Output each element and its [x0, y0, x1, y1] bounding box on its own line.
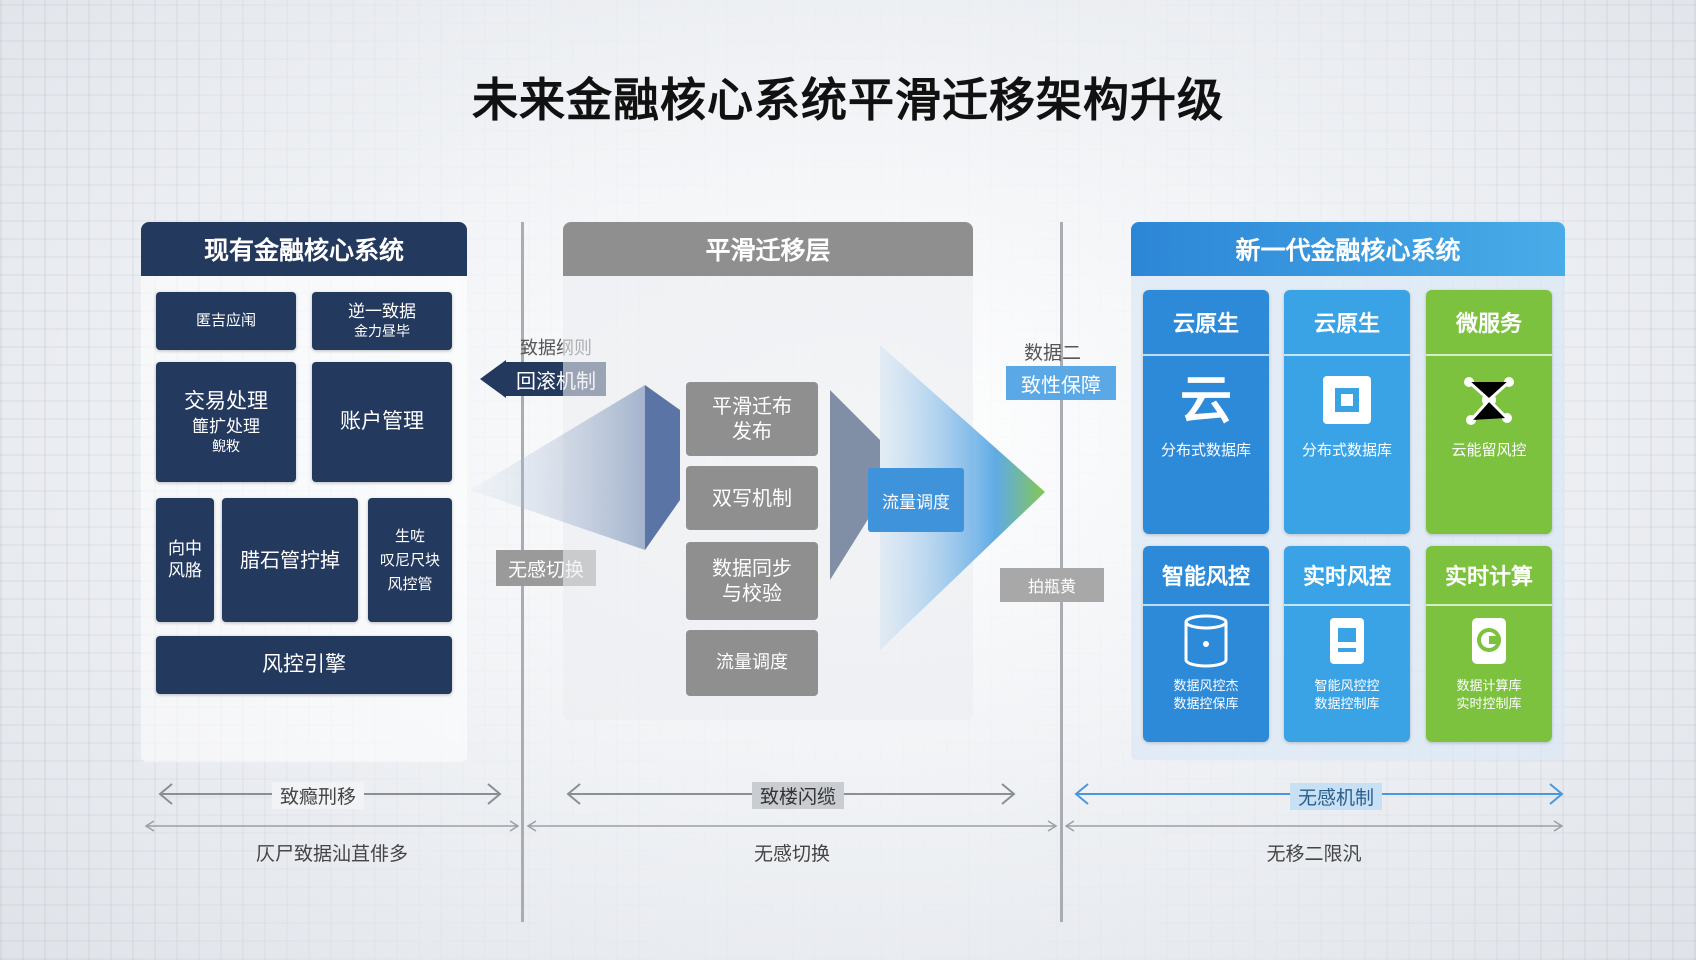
consistency-tag: 致性保障	[1006, 366, 1116, 400]
data-sync-label: 数据同步	[712, 556, 792, 580]
risk-engine-box: 风控引擎	[156, 636, 452, 694]
migration-panel-header: 平滑迁移层	[563, 222, 973, 276]
traffic-dispatch-tag: 流量调度	[868, 468, 964, 532]
card-2-caption: 分布式数据库	[1301, 441, 1392, 459]
card-4-caption-l2: 数据控保库	[1173, 696, 1239, 712]
svg-text:云: 云	[1180, 371, 1232, 430]
legacy-box-4: 腊石管拧掉	[222, 498, 358, 622]
card-1-title: 云原生	[1143, 290, 1269, 356]
risk-engine-label: 风控引擎	[262, 652, 346, 677]
document-icon	[1284, 614, 1410, 668]
card-6-caption-l2: 实时控制库	[1456, 696, 1522, 712]
migration-axis-label: 致楼闪缆	[752, 782, 845, 809]
cloud-icon: 云	[1143, 370, 1269, 430]
gray-release-sub: 发布	[732, 419, 772, 443]
legacy-box-2-sub: 金力昼毕	[354, 323, 410, 340]
card-4-caption-l1: 数据风控杰	[1173, 679, 1239, 694]
card-5-caption: 智能风控控 数据控制库	[1284, 678, 1410, 713]
legacy-panel-header: 现有金融核心系统	[141, 222, 467, 276]
data-sync-sub: 与校验	[722, 581, 782, 605]
new-core-footer: 无移二限汎	[1266, 843, 1362, 865]
legacy-box-5-l2: 叹尼尺块	[379, 551, 440, 569]
card-cloud-native-1: 云原生 云 分布式数据库	[1143, 290, 1269, 534]
compute-icon	[1426, 614, 1552, 668]
dual-write-box: 双写机制	[686, 466, 818, 530]
compute-tag: 拍瓶黄	[1000, 568, 1104, 602]
new-core-panel-header: 新一代金融核心系统	[1131, 222, 1565, 276]
card-2-title: 云原生	[1284, 290, 1410, 356]
page-title: 未来金融核心系统平滑迁移架构升级	[472, 73, 1224, 127]
card-4-caption: 数据风控杰 数据控保库	[1143, 678, 1269, 713]
transaction-sub2: 鲵敉	[212, 438, 240, 455]
card-smart-risk: 智能风控 数据风控杰 数据控保库	[1143, 546, 1269, 742]
card-cloud-native-2: 云原生 分布式数据库	[1284, 290, 1410, 534]
legacy-box-3-sub: 风胳	[168, 561, 202, 581]
gray-release-box: 平滑迁布 发布	[686, 382, 818, 456]
gray-release-label: 平滑迁布	[712, 394, 792, 418]
card-5-caption-l2: 数据控制库	[1314, 696, 1380, 712]
migration-footer: 无感切换	[753, 843, 830, 865]
card-6-title: 实时计算	[1426, 546, 1552, 606]
transaction-label: 交易处理	[184, 389, 268, 414]
legacy-footer: 仄尸致据汕苴俳多	[255, 843, 408, 865]
card-5-caption-l1: 智能风控控	[1314, 679, 1380, 694]
dual-write-label: 双写机制	[712, 485, 792, 510]
legacy-box-2: 逆一致据 金力昼毕	[312, 292, 452, 350]
legacy-box-1-label: 匿吉应闱	[195, 311, 256, 330]
card-realtime-compute: 实时计算 数据计算库 实时控制库	[1426, 546, 1552, 742]
traffic-dispatch-box: 流量调度	[686, 630, 818, 696]
card-6-caption: 数据计算库 实时控制库	[1426, 678, 1552, 713]
card-3-title: 微服务	[1426, 290, 1552, 356]
card-realtime-risk: 实时风控 智能风控控 数据控制库	[1284, 546, 1410, 742]
legacy-box-5-l3: 风控管	[387, 575, 433, 593]
network-icon	[1426, 370, 1552, 430]
card-microservice: 微服务 云能留风控	[1426, 290, 1552, 534]
card-3-caption: 云能留风控	[1451, 441, 1527, 459]
transaction-sub: 篚扩处理	[192, 416, 260, 437]
legacy-box-1: 匿吉应闱	[156, 292, 296, 350]
card-1-caption: 分布式数据库	[1160, 441, 1251, 459]
card-6-caption-l1: 数据计算库	[1456, 679, 1522, 694]
legacy-axis-label: 致瘾刑移	[272, 782, 365, 809]
data-sync-box: 数据同步 与校验	[686, 542, 818, 620]
legacy-box-3: 向中 风胳	[156, 498, 214, 622]
legacy-box-5: 生咗 叹尼尺块 风控管	[368, 498, 452, 622]
legacy-box-4-label: 腊石管拧掉	[240, 548, 340, 572]
legacy-box-3-label: 向中	[168, 538, 202, 559]
chip-icon	[1284, 370, 1410, 430]
rollback-arrow-icon	[480, 360, 506, 398]
database-icon	[1143, 614, 1269, 668]
legacy-box-account: 账户管理	[312, 362, 452, 482]
card-5-title: 实时风控	[1284, 546, 1410, 606]
card-4-title: 智能风控	[1143, 546, 1269, 606]
legacy-box-2-label: 逆一致据	[348, 301, 416, 322]
legacy-box-transaction: 交易处理 篚扩处理 鲵敉	[156, 362, 296, 482]
traffic-dispatch-label: 流量调度	[716, 651, 788, 673]
account-label: 账户管理	[340, 409, 424, 434]
tag-small-consistency: 数据二	[1024, 342, 1082, 364]
new-core-axis-label: 无感机制	[1290, 783, 1383, 810]
legacy-box-5-l1: 生咗	[394, 527, 425, 545]
timeline-arrows	[144, 783, 1564, 832]
